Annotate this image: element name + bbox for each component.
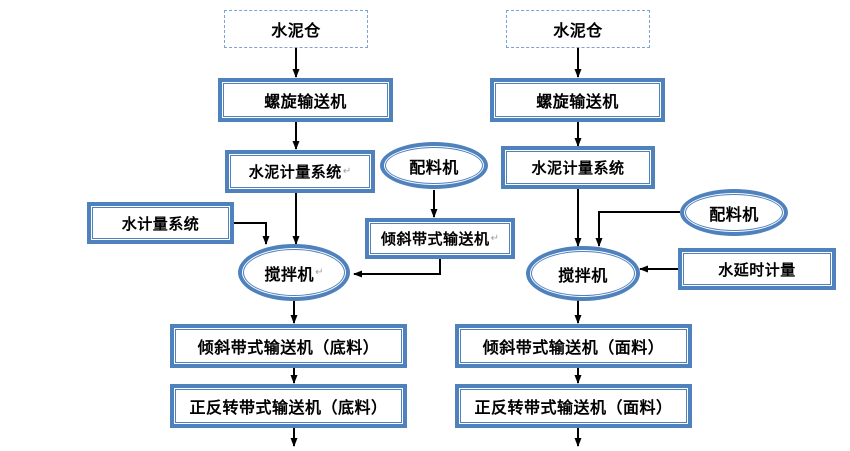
node-right-batcher-label: 配料机: [709, 204, 759, 224]
node-water-delay-metering: 水延时计量: [678, 248, 836, 290]
node-inner-frame: 配料机: [385, 147, 483, 184]
node-left-mixer: 搅拌机 ↵: [238, 244, 350, 301]
node-inner-frame: 水泥计量系统: [506, 151, 650, 184]
node-inner-frame: 水泥计量系统 ↵: [230, 155, 370, 188]
arrow-right-batcher-to-mixer: [595, 211, 680, 247]
node-inner-frame: 正反转带式输送机（底料）: [175, 389, 402, 423]
arrow-watermeter-to-mixer: [234, 222, 270, 245]
node-inner-frame: 搅拌机 ↵: [243, 249, 345, 296]
return-mark: ↵: [490, 233, 499, 244]
node-water-metering-label: 水计量系统: [121, 214, 200, 233]
node-mid-inclined-conveyor: 倾斜带式输送机 ↵: [365, 218, 515, 259]
node-right-cement-metering-label: 水泥计量系统: [531, 159, 625, 177]
node-left-reversible-conveyor-base: 正反转带式输送机（底料）: [170, 384, 407, 428]
node-right-inclined-conveyor-surface: 倾斜带式输送机（面料）: [455, 324, 692, 368]
node-left-cement-metering-label: 水泥计量系统: [248, 163, 342, 181]
node-right-batcher: 配料机: [680, 189, 788, 236]
node-left-screw-conveyor-label: 螺旋输送机: [264, 92, 347, 111]
node-right-mixer-label: 搅拌机: [558, 265, 608, 285]
node-right-reversible-conveyor-surface-label: 正反转带式输送机（面料）: [474, 398, 673, 417]
node-right-mixer: 搅拌机: [526, 246, 640, 301]
node-right-screw-conveyor: 螺旋输送机: [490, 78, 665, 122]
node-left-cement-silo: 水泥仓: [224, 10, 368, 48]
node-water-delay-metering-label: 水延时计量: [718, 260, 796, 279]
node-inner-frame: 倾斜带式输送机（底料）: [175, 329, 402, 363]
node-left-reversible-conveyor-base-label: 正反转带式输送机（底料）: [189, 398, 388, 417]
node-right-inclined-conveyor-surface-label: 倾斜带式输送机（面料）: [482, 338, 665, 357]
node-left-cement-silo-label: 水泥仓: [271, 21, 321, 40]
return-mark: ↵: [315, 267, 324, 278]
node-water-metering: 水计量系统: [87, 202, 234, 244]
node-left-inclined-conveyor-base: 倾斜带式输送机（底料）: [170, 324, 407, 368]
node-inner-frame: 正反转带式输送机（面料）: [460, 389, 687, 423]
node-inner-frame: 倾斜带式输送机 ↵: [370, 223, 510, 254]
node-left-cement-metering: 水泥计量系统 ↵: [225, 150, 375, 193]
node-inner-frame: 水计量系统: [92, 207, 229, 239]
arrow-mid-inclined-to-left-mixer: [353, 259, 441, 278]
node-mid-batcher: 配料机: [380, 142, 488, 189]
node-inner-frame: 倾斜带式输送机（面料）: [460, 329, 687, 363]
node-inner-frame: 搅拌机: [531, 251, 635, 296]
node-left-screw-conveyor: 螺旋输送机: [218, 78, 393, 122]
node-right-cement-silo: 水泥仓: [506, 10, 650, 48]
node-left-mixer-label: 搅拌机: [264, 264, 315, 284]
node-inner-frame: 螺旋输送机: [223, 83, 388, 117]
node-left-inclined-conveyor-base-label: 倾斜带式输送机（底料）: [197, 338, 380, 357]
node-right-screw-conveyor-label: 螺旋输送机: [536, 92, 619, 111]
node-mid-batcher-label: 配料机: [409, 157, 459, 177]
node-inner-frame: 水延时计量: [683, 253, 831, 285]
node-mid-inclined-conveyor-label: 倾斜带式输送机: [381, 230, 490, 248]
return-mark: ↵: [342, 166, 352, 177]
node-right-cement-silo-label: 水泥仓: [553, 21, 603, 40]
node-right-cement-metering: 水泥计量系统: [501, 146, 655, 189]
node-inner-frame: 配料机: [685, 194, 783, 231]
node-inner-frame: 螺旋输送机: [495, 83, 660, 117]
node-right-reversible-conveyor-surface: 正反转带式输送机（面料）: [455, 384, 692, 428]
